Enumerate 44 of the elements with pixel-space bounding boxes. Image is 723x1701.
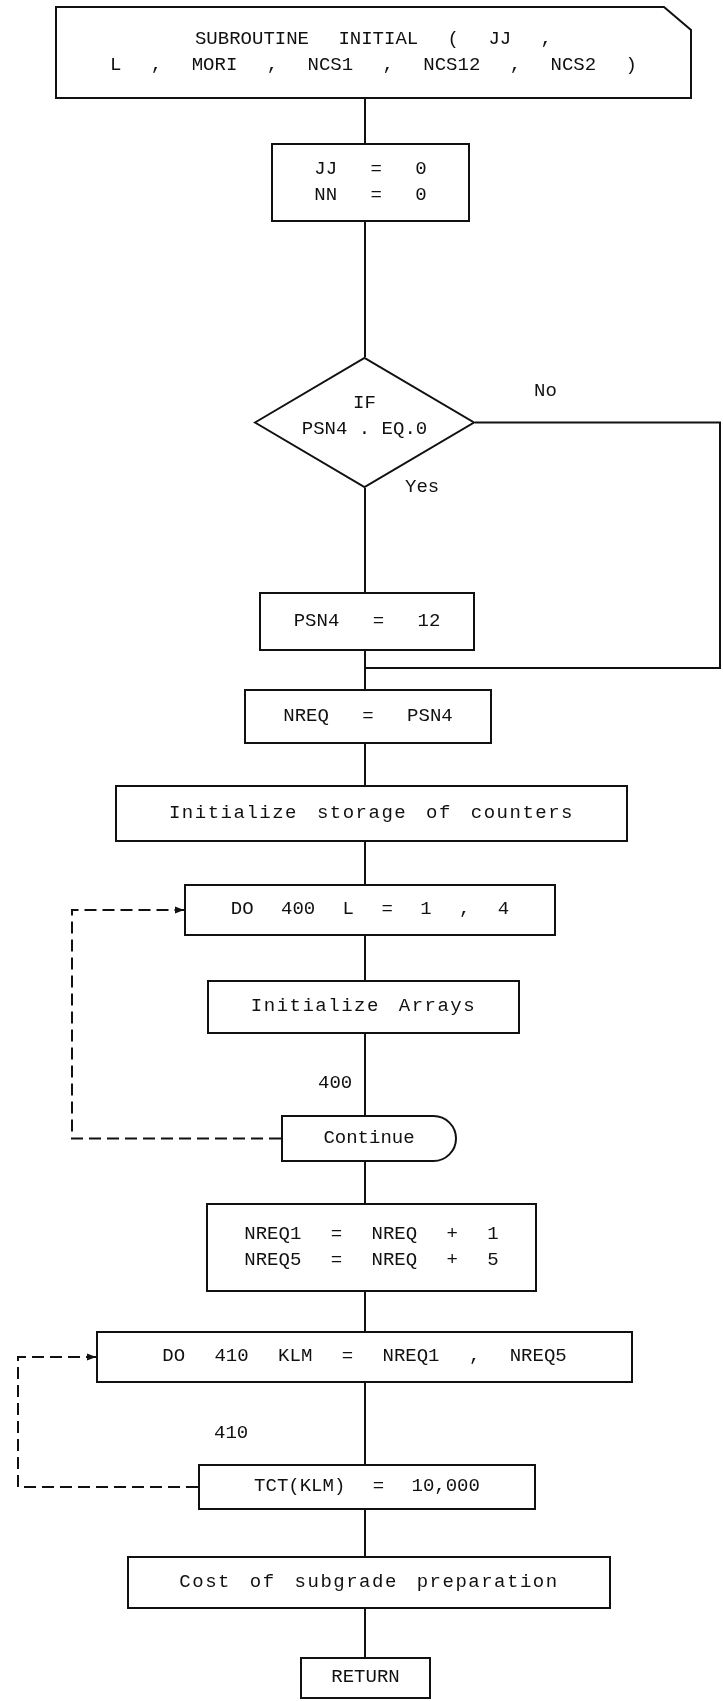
box-text: NREQ = PSN4 [283, 703, 453, 729]
process-box [198, 1464, 536, 1510]
subroutine-entry-box [55, 6, 692, 99]
box-text: IF PSN4 . EQ.0 [301, 390, 428, 442]
flow-line [364, 650, 366, 690]
process-box [259, 592, 475, 651]
loop-start-box [184, 884, 556, 936]
box-text: DO 400 L = 1 , 4 [230, 897, 510, 923]
flow-line [364, 743, 366, 786]
box-text: TCT(KLM) = 10,000 [254, 1474, 480, 1500]
box-text: RETURN [331, 1665, 400, 1691]
loop-start-box [96, 1331, 633, 1383]
box-text: Cost of subgrade preparation [179, 1569, 559, 1595]
process-box [115, 785, 628, 842]
box-text: SUBROUTINE INITIAL ( JJ , L , MORI , NCS1 , NCS12 , NCS2 ) [110, 26, 637, 78]
box-text: NREQ1 = NREQ + 1 NREQ5 = NREQ + 5 [244, 1221, 499, 1273]
flow-line [364, 1161, 366, 1204]
loop-label: 400 [318, 1072, 353, 1095]
loop-label: 410 [214, 1422, 249, 1445]
flow-line [364, 221, 366, 358]
process-box [244, 689, 492, 744]
flow-line [364, 1033, 366, 1116]
flow-line [364, 1382, 366, 1465]
loop-end-terminal [281, 1115, 457, 1162]
flow-line [364, 1509, 366, 1557]
loop-arrow [71, 906, 282, 1140]
process-box [271, 143, 470, 222]
box-text: Continue [323, 1125, 415, 1151]
process-box [127, 1556, 611, 1609]
box-text: Initialize storage of counters [168, 800, 575, 826]
box-text: Initialize Arrays [250, 994, 477, 1020]
flow-line [364, 935, 366, 981]
terminal-box [300, 1657, 431, 1699]
flow-line [364, 1608, 366, 1658]
process-box [206, 1203, 537, 1292]
loop-arrow [17, 1353, 199, 1488]
flow-line [364, 487, 366, 593]
flow-line [364, 1291, 366, 1332]
box-text: JJ = 0 NN = 0 [314, 156, 427, 208]
box-text: DO 410 KLM = NREQ1 , NREQ5 [162, 1344, 567, 1370]
flow-line [364, 841, 366, 885]
box-text: PSN4 = 12 [293, 608, 441, 634]
process-box [207, 980, 520, 1034]
flow-line [364, 98, 366, 144]
